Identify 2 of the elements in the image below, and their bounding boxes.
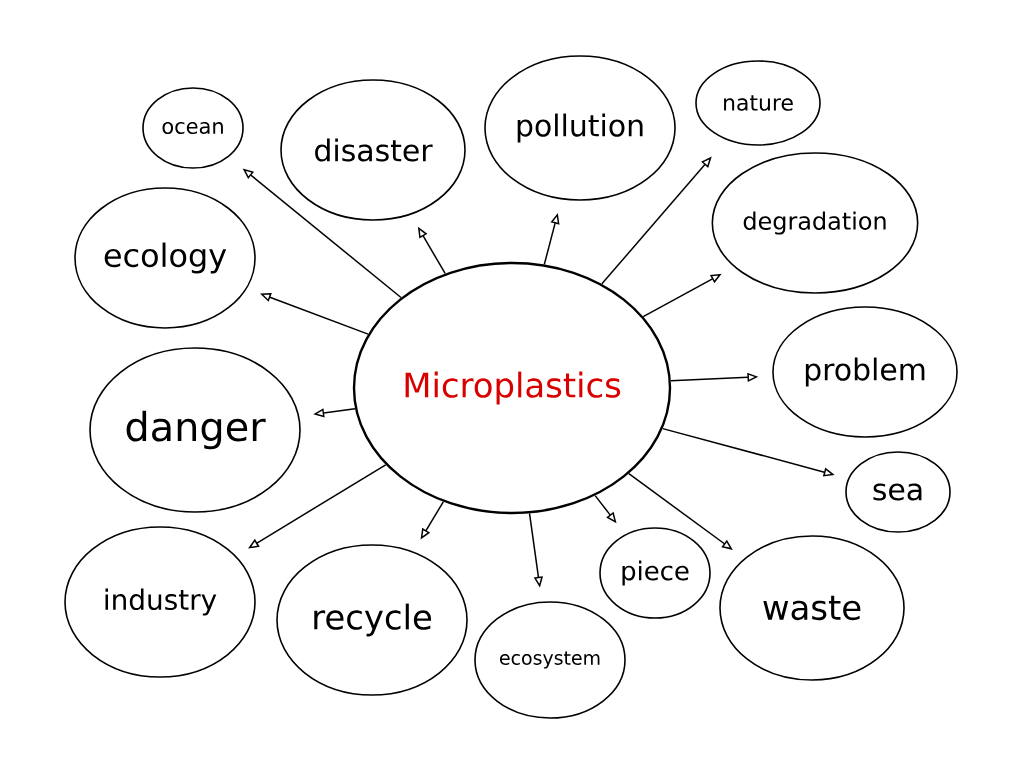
arrow xyxy=(628,472,733,550)
arrow xyxy=(248,464,387,549)
